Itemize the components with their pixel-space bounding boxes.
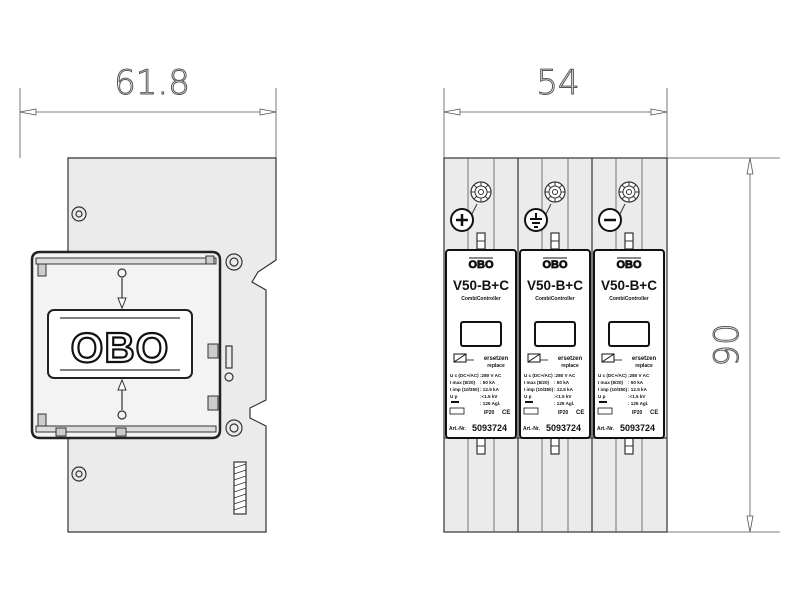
- logo-text: OBO: [71, 324, 170, 371]
- article-number: 5093724: [546, 423, 581, 433]
- module-status-window: [608, 321, 650, 347]
- spec-label: I imp (10/350): [450, 387, 480, 392]
- module-model: V50-B+C: [453, 278, 509, 293]
- ip-rating: IP20: [484, 410, 495, 416]
- plus-icon: [450, 208, 474, 232]
- module-series: CombiController: [461, 296, 500, 302]
- spec-value: : 12.5 kA: [480, 387, 500, 392]
- width-dimension-label-side: 61.8: [114, 63, 190, 103]
- ce-mark: CE: [502, 410, 510, 416]
- certification-icon: [523, 407, 539, 415]
- replace-label-en: replace: [561, 363, 579, 369]
- minus-icon: [598, 208, 622, 232]
- replace-label-en: replace: [635, 363, 653, 369]
- certification-icon: [597, 407, 613, 415]
- spec-label: I imp (10/350): [524, 387, 554, 392]
- module-brand: OBO: [542, 259, 568, 271]
- width-dimension-label-front: 54: [536, 63, 579, 103]
- module-status-window: [460, 321, 502, 347]
- spec-agl: : 125 Agl.: [628, 401, 648, 406]
- mounting-hole: [225, 253, 243, 271]
- spec-value: :280 V AC: [628, 373, 650, 378]
- obo-logo: OBO: [47, 309, 193, 379]
- terminal-screw-icon: [544, 181, 566, 203]
- article-label: Art.-Nr.: [597, 426, 615, 432]
- side-view: 61.8: [19, 63, 277, 533]
- pull-arrow-up: [117, 268, 127, 310]
- module-series: CombiController: [609, 296, 648, 302]
- spd-module: OBO V50-B+C CombiController ersetzenreplace…: [593, 181, 665, 455]
- terminal-screw-icon: [618, 181, 640, 203]
- replace-label-de: ersetzen: [484, 356, 509, 362]
- spec-value: :280 V AC: [554, 373, 576, 378]
- article-number: 5093724: [620, 423, 655, 433]
- spec-value: : 50 kA: [480, 380, 496, 385]
- module-model: V50-B+C: [527, 278, 583, 293]
- height-dimension-front: 90: [667, 157, 780, 533]
- width-dimension-front: 54: [443, 63, 668, 158]
- spec-value: :<1.5 kV: [554, 394, 572, 399]
- module-model: V50-B+C: [601, 278, 657, 293]
- spec-label: U p: [450, 394, 458, 399]
- module-brand: OBO: [616, 259, 642, 271]
- spd-module: OBO V50-B+C CombiController ersetzenreplace…: [445, 181, 517, 455]
- spec-value: :280 V AC: [480, 373, 502, 378]
- spec-label: U c (DC+/AC): [598, 373, 627, 378]
- spec-value: : 12.5 kA: [554, 387, 574, 392]
- spec-value: : 50 kA: [628, 380, 644, 385]
- front-view: 54 90 OBOV50-B+CCombiControllerersetzenr…: [443, 63, 780, 533]
- spec-label: I max (8/20): [598, 380, 623, 385]
- spec-label: I max (8/20): [450, 380, 475, 385]
- article-label: Art.-Nr.: [523, 426, 541, 432]
- spec-agl: : 125 Agl.: [554, 401, 574, 406]
- replace-label-de: ersetzen: [632, 356, 657, 362]
- mounting-hole: [71, 466, 87, 482]
- ce-mark: CE: [576, 410, 584, 416]
- module-series: CombiController: [535, 296, 574, 302]
- spec-label: I max (8/20): [524, 380, 549, 385]
- terminal-screw-icon: [470, 181, 492, 203]
- spec-value: : 12.5 kA: [628, 387, 648, 392]
- height-dimension-label-front: 90: [707, 323, 747, 366]
- replace-label-en: replace: [487, 363, 505, 369]
- ground-icon: [524, 208, 548, 232]
- module-brand: OBO: [468, 259, 494, 271]
- spec-label: I imp (10/350): [598, 387, 628, 392]
- spec-label: U p: [598, 394, 606, 399]
- mounting-hole: [225, 419, 243, 437]
- ip-rating: IP20: [558, 410, 569, 416]
- spec-agl: : 125 Agl.: [480, 401, 500, 406]
- article-label: Art.-Nr.: [449, 426, 467, 432]
- ip-rating: IP20: [632, 410, 643, 416]
- pull-arrow-down: [117, 378, 127, 420]
- article-number: 5093724: [472, 423, 507, 433]
- spec-label: U c (DC+/AC): [450, 373, 479, 378]
- spec-value: : 50 kA: [554, 380, 570, 385]
- ce-mark: CE: [650, 410, 658, 416]
- width-dimension-side: 61.8: [19, 63, 277, 158]
- spec-value: :<1.5 kV: [628, 394, 646, 399]
- spec-value: :<1.5 kV: [480, 394, 498, 399]
- spec-label: U c (DC+/AC): [524, 373, 553, 378]
- spec-label: U p: [524, 394, 532, 399]
- certification-icon: [449, 407, 465, 415]
- mounting-hole: [71, 206, 87, 222]
- spd-module: OBO V50-B+C CombiController ersetzenreplace…: [519, 181, 591, 455]
- replace-label-de: ersetzen: [558, 356, 583, 362]
- module-status-window: [534, 321, 576, 347]
